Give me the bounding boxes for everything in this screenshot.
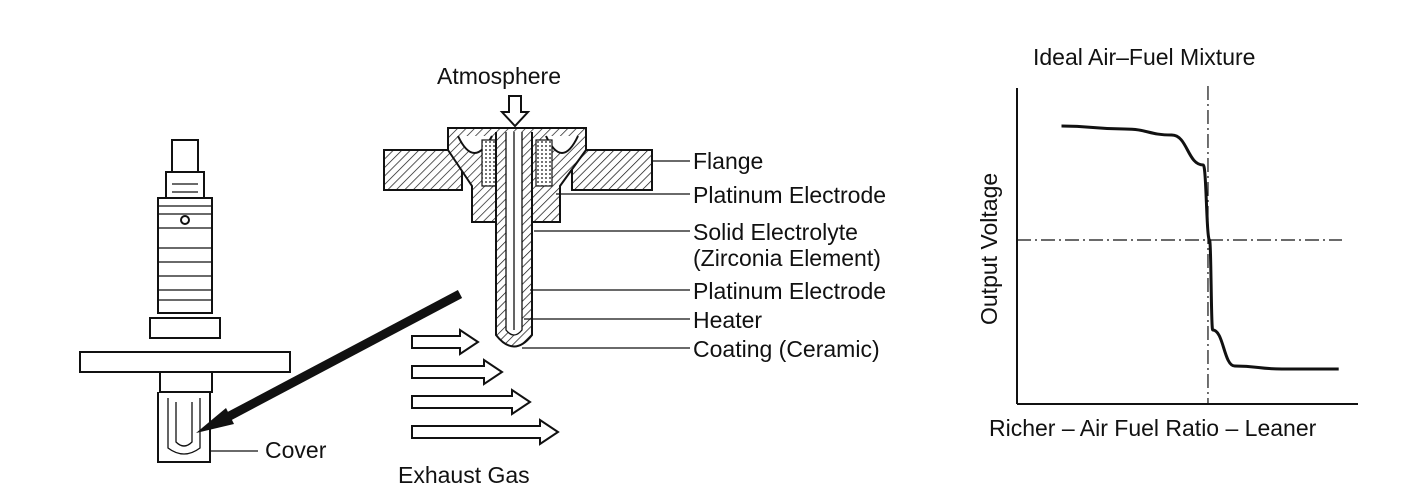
sensor-cross-section — [383, 127, 653, 348]
exhaust-gas-label: Exhaust Gas — [398, 462, 530, 488]
callout-coating: Coating (Ceramic) — [693, 336, 880, 362]
callout-flange: Flange — [693, 148, 763, 174]
graph-title: Ideal Air–Fuel Mixture — [1033, 44, 1255, 70]
series-line-output-voltage — [1061, 124, 1339, 371]
atmosphere-label: Atmosphere — [437, 63, 561, 89]
callout-platinum-electrode-outer: Platinum Electrode — [693, 182, 886, 208]
graph-y-axis-label: Output Voltage — [976, 173, 1002, 325]
atmosphere-arrow — [499, 95, 531, 128]
callout-leader-lines — [522, 160, 690, 349]
sensor-cover — [157, 392, 211, 463]
graph-x-axis-label: Richer – Air Fuel Ratio – Leaner — [989, 415, 1317, 441]
cover-label: Cover — [265, 437, 327, 463]
callout-platinum-electrode-inner: Platinum Electrode — [693, 278, 886, 304]
callout-heater: Heater — [693, 307, 762, 333]
sensor-body-illustration — [79, 139, 291, 463]
sensor-flange-plate — [79, 351, 291, 373]
pointer-arrow — [196, 290, 463, 433]
callout-solid-electrolyte: Solid Electrolyte — [693, 219, 858, 245]
callout-zirconia-element: (Zirconia Element) — [693, 245, 881, 271]
exhaust-gas-arrows — [411, 328, 560, 446]
graph-plot-area — [1016, 86, 1358, 405]
